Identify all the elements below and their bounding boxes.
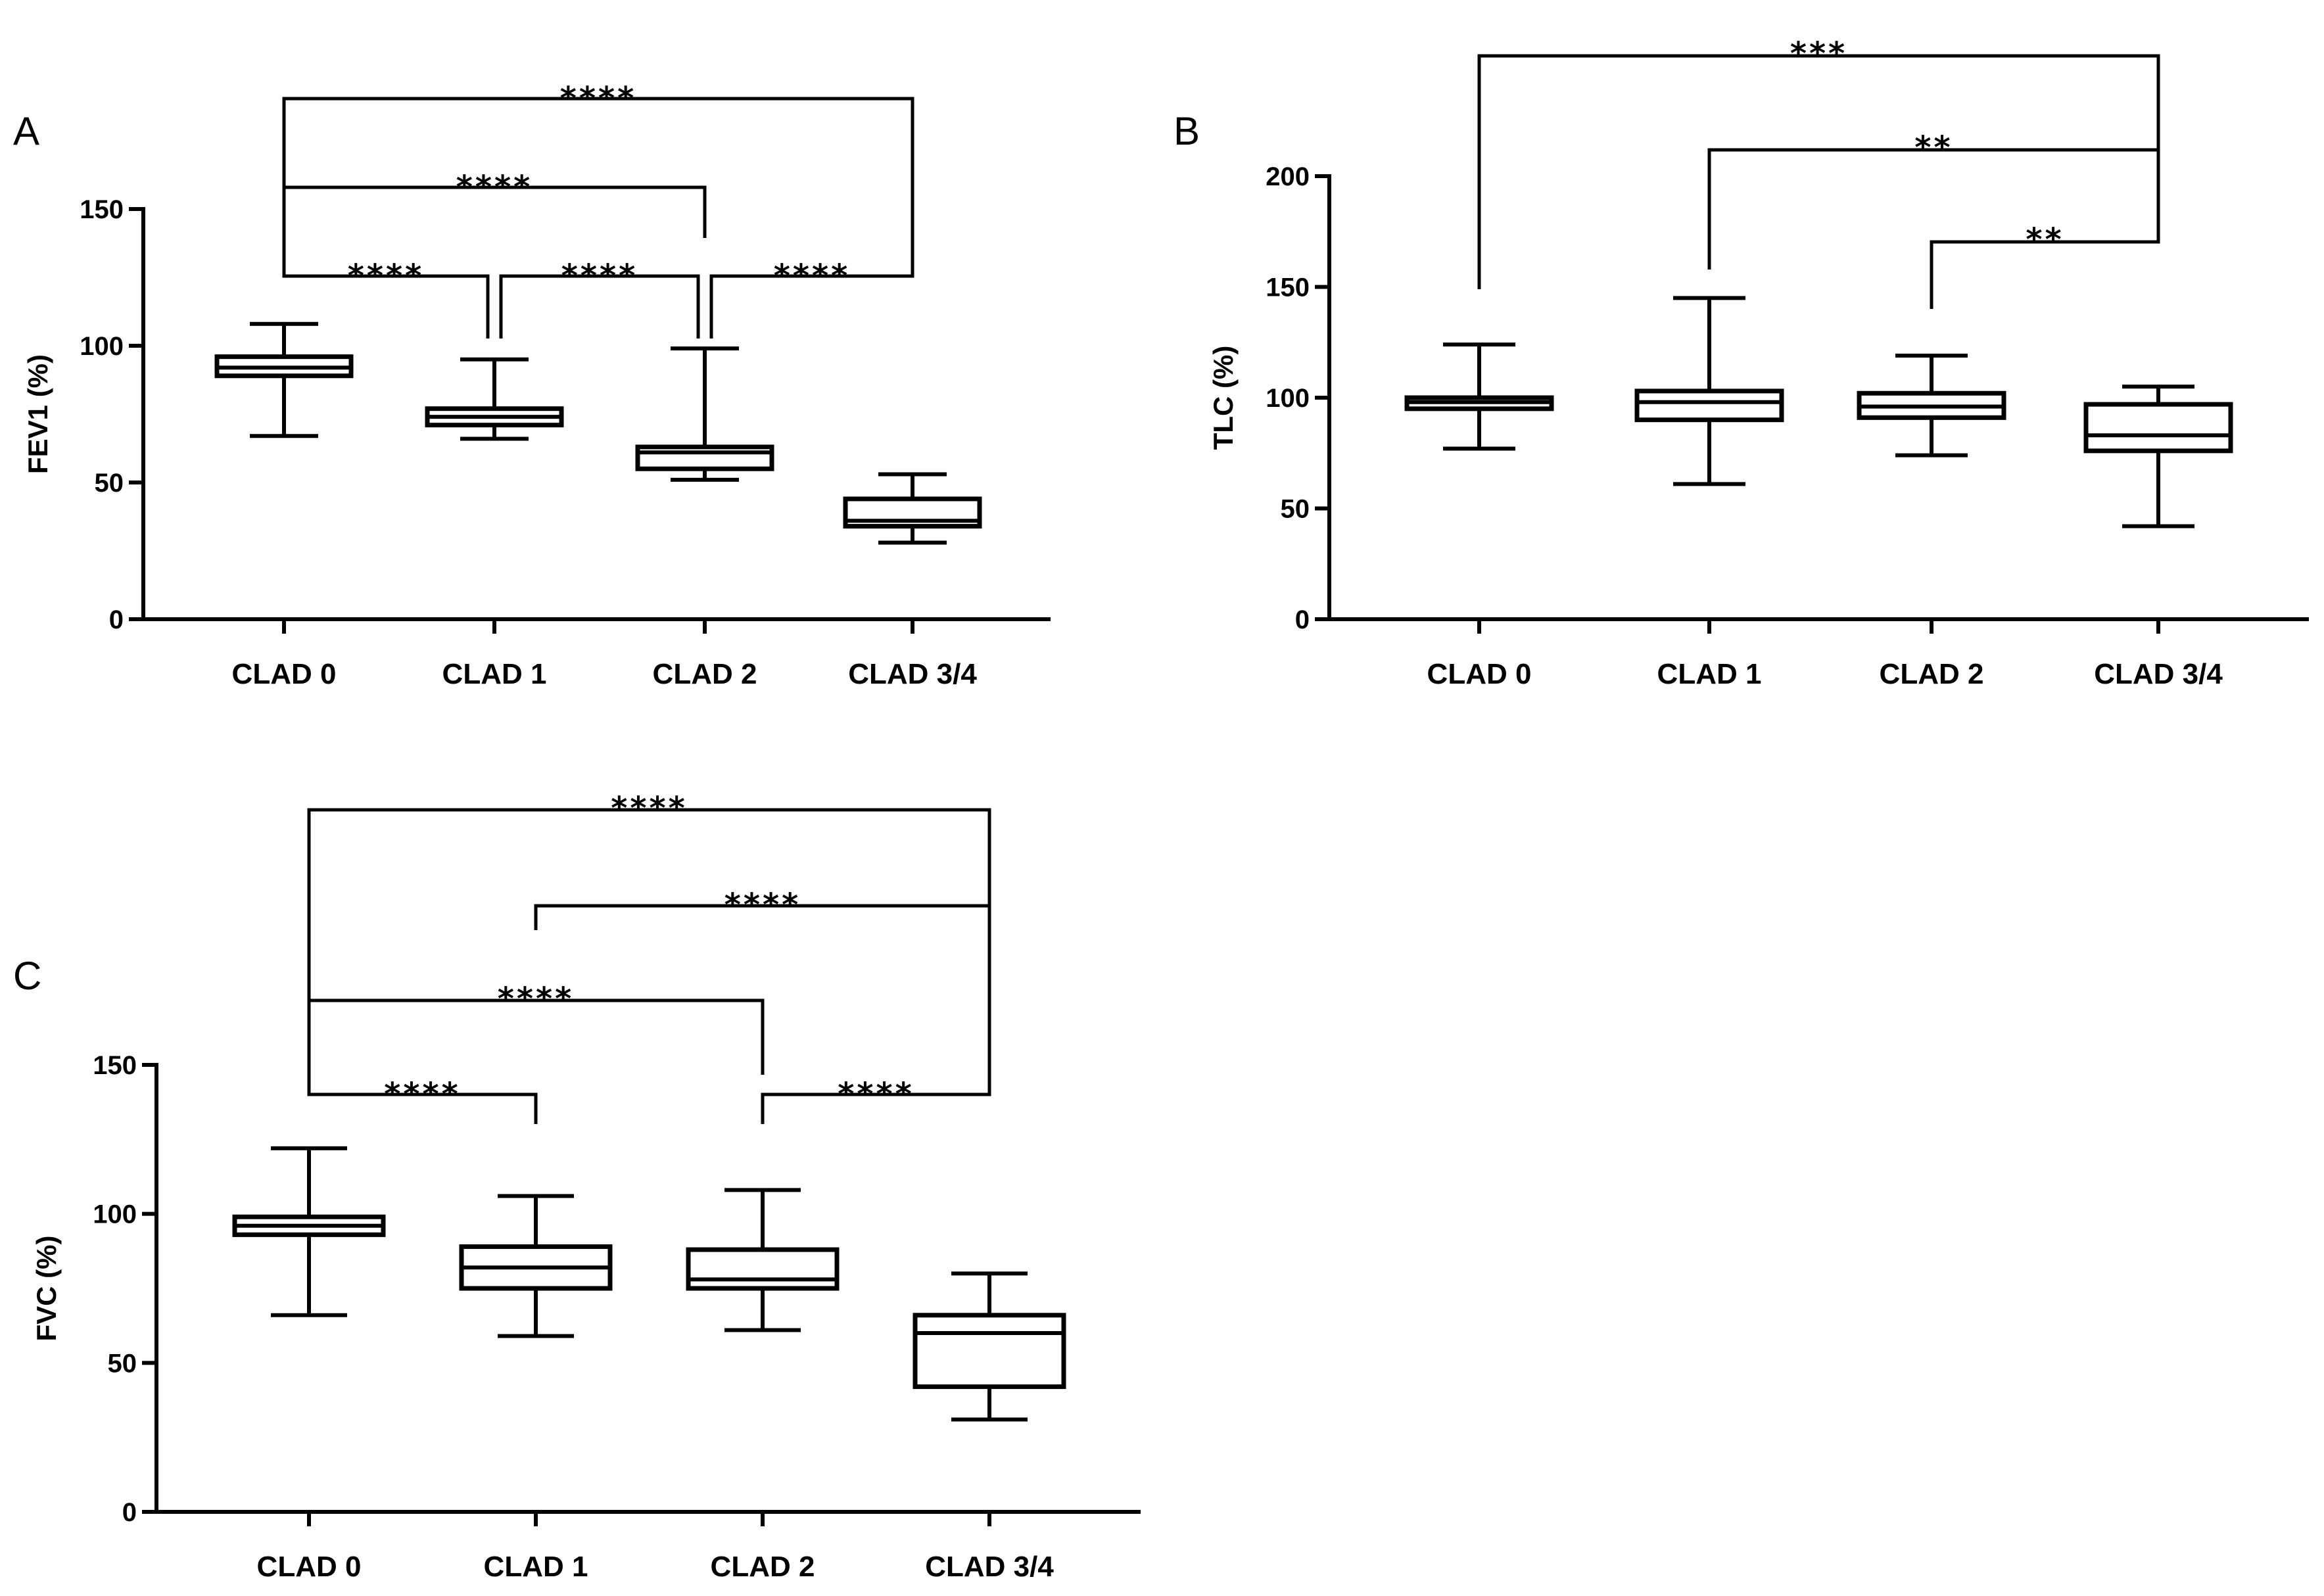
x-tick-label: CLAD 0 <box>232 658 337 690</box>
y-tick-label: 100 <box>1266 384 1310 413</box>
x-tick-label: CLAD 0 <box>257 1551 362 1583</box>
bracket-line <box>1477 54 2160 289</box>
y-tick-label: 100 <box>93 1200 137 1229</box>
significance-stars: **** <box>560 80 636 117</box>
x-tick-label: CLAD 1 <box>484 1551 588 1583</box>
bracket-line <box>307 976 538 1124</box>
y-tick-label: 150 <box>93 1051 137 1080</box>
x-tick-label: CLAD 3/4 <box>848 658 977 690</box>
bracket-line <box>534 904 991 1075</box>
x-tick-label: CLAD 3/4 <box>2094 658 2223 690</box>
y-tick-label: 100 <box>80 332 124 361</box>
significance-bracket: **** <box>282 164 490 339</box>
box-clad-3-4 <box>843 472 982 545</box>
significance-bracket: **** <box>307 976 538 1124</box>
significance-bracket: **** <box>282 80 914 268</box>
panel-letter: C <box>13 954 41 998</box>
y-axis-label: FEV1 (%) <box>22 354 53 474</box>
x-tick-label: CLAD 2 <box>1880 658 1984 690</box>
significance-bracket: **** <box>709 258 914 339</box>
x-tick-label: CLAD 1 <box>442 658 547 690</box>
box-clad-3-4 <box>913 1271 1066 1422</box>
box-clad-3-4 <box>2083 385 2233 528</box>
box-clad-2 <box>635 346 774 482</box>
significance-stars: **** <box>384 1076 460 1113</box>
y-tick-label: 150 <box>1266 273 1310 302</box>
y-tick-label: 0 <box>109 605 124 634</box>
significance-stars: **** <box>611 790 687 827</box>
significance-stars: **** <box>348 258 424 294</box>
y-tick-label: 200 <box>1266 162 1310 191</box>
significance-bracket: ** <box>1707 69 2160 270</box>
panel-letter: A <box>13 109 39 153</box>
bracket-line <box>282 97 914 268</box>
significance-bracket: **** <box>761 1075 991 1124</box>
y-tick-label: 50 <box>108 1349 137 1378</box>
significance-stars: ** <box>1914 129 1953 166</box>
y-axis-label: TLC (%) <box>1208 346 1239 450</box>
box-iqr <box>1634 388 1784 423</box>
significance-bracket: ** <box>1930 69 2160 309</box>
significance-bracket: *** <box>1477 35 2160 289</box>
y-tick-label: 50 <box>1281 495 1310 524</box>
significance-stars: **** <box>498 981 574 1018</box>
x-tick-label: CLAD 1 <box>1657 658 1762 690</box>
y-tick-label: 0 <box>122 1498 137 1527</box>
significance-bracket: **** <box>282 164 707 238</box>
significance-stars: **** <box>774 258 850 294</box>
bracket-line <box>709 268 914 339</box>
box-iqr <box>2083 402 2233 454</box>
y-axis-label: FVC (%) <box>31 1236 62 1342</box>
y-tick-label: 50 <box>95 469 124 498</box>
box-iqr <box>913 1313 1066 1390</box>
significance-stars: **** <box>456 169 533 206</box>
box-clad-0 <box>214 321 354 438</box>
x-tick-label: CLAD 3/4 <box>925 1551 1054 1583</box>
x-tick-label: CLAD 2 <box>653 658 757 690</box>
box-clad-0 <box>232 1146 386 1317</box>
box-clad-0 <box>1404 342 1554 451</box>
significance-stars: ** <box>2026 222 2064 258</box>
significance-bracket: **** <box>307 790 991 1075</box>
y-tick-label: 0 <box>1295 605 1310 634</box>
x-tick-label: CLAD 2 <box>711 1551 815 1583</box>
significance-stars: **** <box>724 887 801 924</box>
significance-stars: *** <box>1790 35 1847 72</box>
box-clad-2 <box>1857 353 2006 458</box>
significance-stars: **** <box>838 1076 914 1113</box>
box-clad-1 <box>425 357 564 441</box>
y-tick-label: 150 <box>80 195 124 224</box>
box-clad-1 <box>1634 296 1784 486</box>
bracket-line <box>1930 69 2160 309</box>
box-clad-1 <box>459 1194 613 1338</box>
significance-stars: **** <box>561 258 638 294</box>
bracket-line <box>761 1075 991 1124</box>
bracket-line <box>499 274 700 339</box>
box-iqr <box>635 444 774 471</box>
significance-bracket: **** <box>534 887 991 1075</box>
box-iqr <box>686 1247 840 1291</box>
bracket-line <box>307 808 991 1075</box>
box-clad-2 <box>686 1188 840 1332</box>
bracket-line <box>282 164 490 339</box>
panel-letter: B <box>1174 109 1200 153</box>
bracket-line <box>1707 69 2160 270</box>
significance-bracket: **** <box>499 258 700 339</box>
x-tick-label: CLAD 0 <box>1427 658 1532 690</box>
significance-bracket: **** <box>307 976 765 1075</box>
